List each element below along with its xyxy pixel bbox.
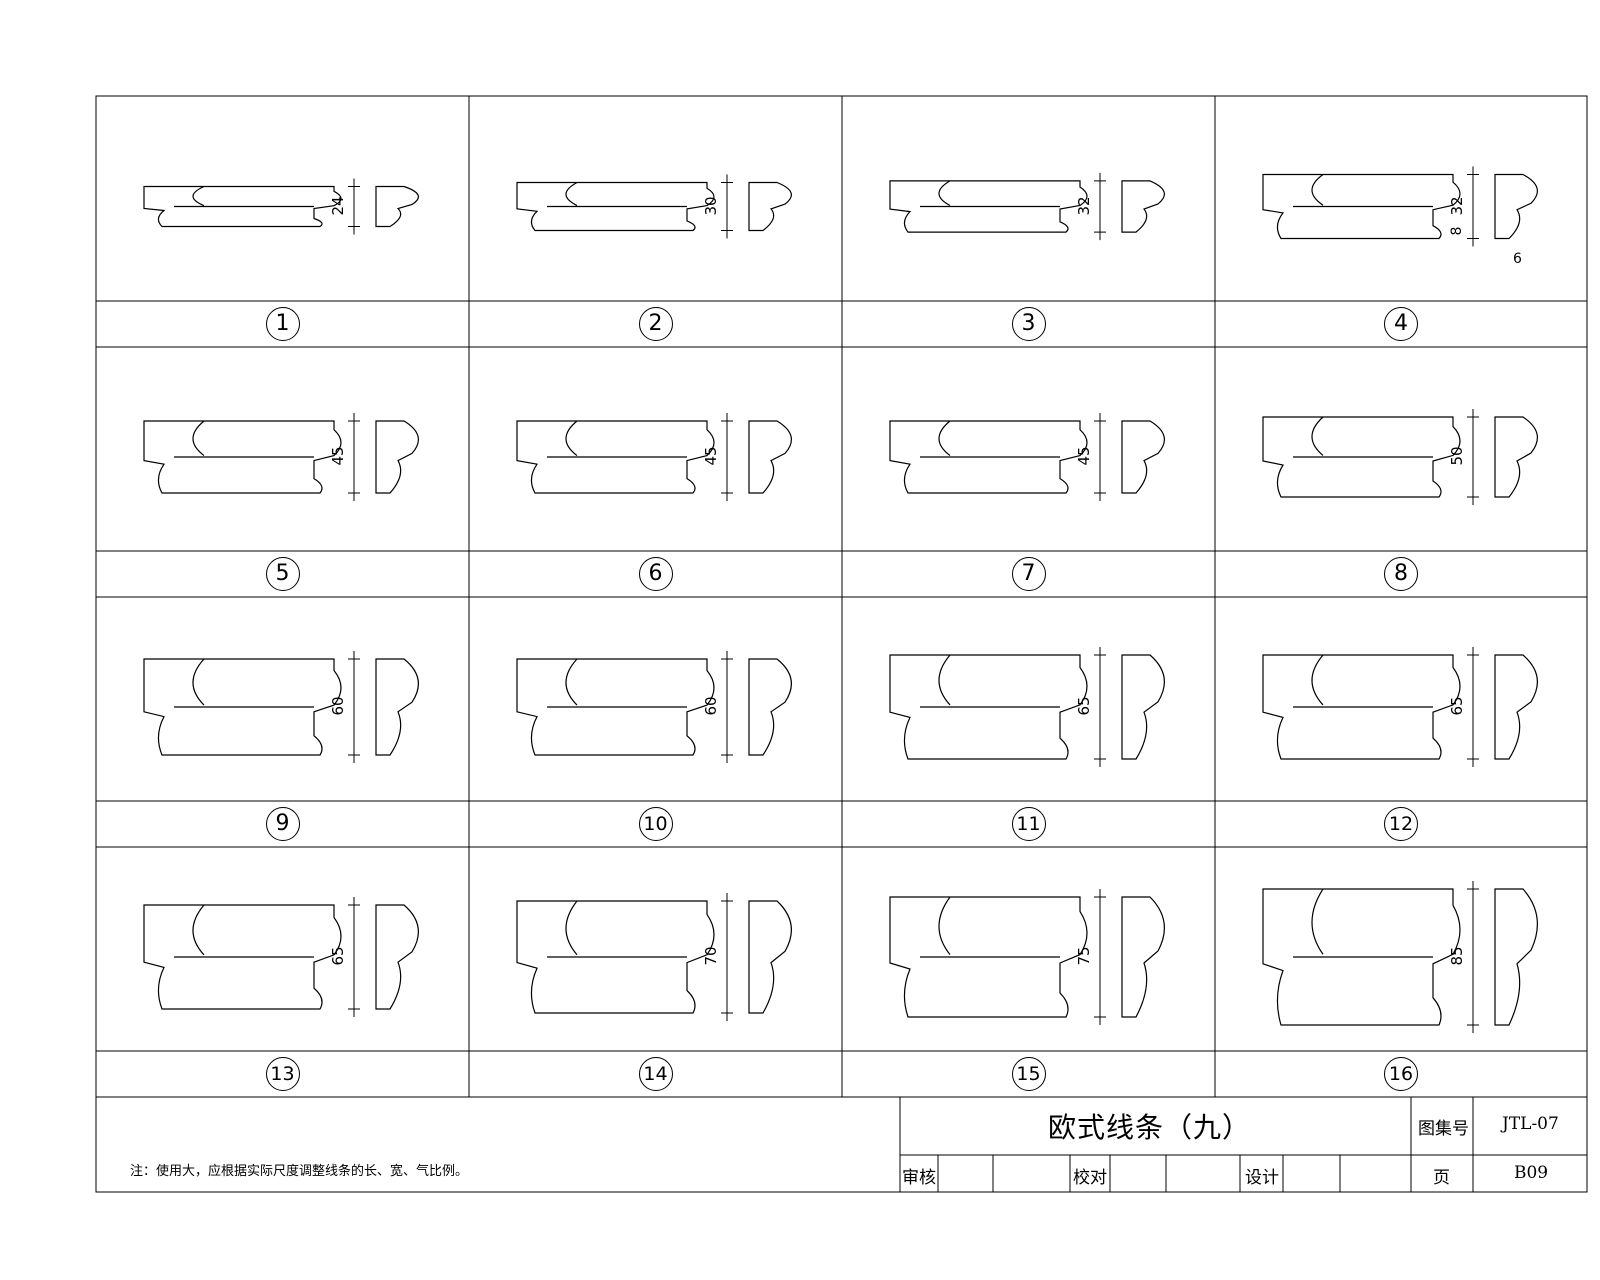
profile-elevation-1 [143, 185, 342, 228]
dimension-label-extra: 8 [1449, 226, 1465, 235]
profile-number-9: 9 [265, 807, 300, 841]
profile-section-14 [748, 900, 792, 1014]
profile-number-4: 4 [1384, 307, 1418, 341]
dimension-label: 24 [329, 195, 347, 216]
profile-elevation-9 [143, 658, 342, 756]
profile-curve [192, 185, 205, 207]
profile-section-6 [748, 420, 792, 494]
profile-elevation-11 [889, 654, 1088, 760]
profile-curve [938, 180, 951, 207]
profile-elevation-7 [889, 420, 1088, 494]
dimension-label: 85 [1448, 946, 1466, 966]
dimension-label: 45 [702, 446, 720, 466]
dimension-label: 30 [702, 195, 720, 216]
profile-elevation-8 [1262, 416, 1461, 498]
profile-elevation-6 [516, 420, 715, 494]
dimension-label: 75 [1075, 946, 1093, 966]
profile-curve [938, 654, 951, 706]
atlas-number-value: JTL-07 [1502, 1114, 1559, 1134]
profile-curve [1311, 654, 1324, 706]
dimension-label: 65 [1448, 696, 1466, 716]
page-label: 页 [1433, 1168, 1450, 1188]
profile-number-16: 16 [1384, 1057, 1418, 1091]
profile-number-6: 6 [638, 557, 673, 591]
profile-curve [565, 900, 578, 956]
profile-elevation-2 [516, 181, 715, 232]
profile-section-8 [1494, 416, 1538, 498]
profile-curve [1311, 174, 1324, 206]
profile-number-1: 1 [265, 307, 300, 341]
profile-section-15 [1121, 896, 1165, 1018]
profile-curve [192, 420, 205, 457]
review-label: 审核 [902, 1168, 936, 1188]
profile-curve [938, 420, 951, 457]
dimension-lines [348, 166, 1479, 1033]
profile-section-9 [375, 658, 419, 756]
profile-elevation-10 [516, 658, 715, 756]
profile-section-3 [1121, 180, 1165, 233]
atlas-number-label: 图集号 [1418, 1119, 1469, 1139]
dimension-label: 32 [1075, 195, 1093, 216]
profile-elevation-14 [516, 900, 715, 1014]
profile-elevation-5 [143, 420, 342, 494]
profile-section-5 [375, 420, 419, 494]
profile-elevation-15 [889, 896, 1088, 1018]
profile-curve [565, 181, 578, 207]
profile-elevation-12 [1262, 654, 1461, 760]
profile-number-10: 10 [638, 807, 673, 841]
profile-number-13: 13 [265, 1057, 300, 1091]
dimension-label: 45 [1075, 446, 1093, 466]
profile-number-2: 2 [638, 307, 673, 341]
profile-curve [565, 420, 578, 457]
profile-curve [938, 896, 951, 955]
usage-note: 注：使用大，应根据实际尺度调整线条的长、宽、气比例。 [130, 1164, 469, 1179]
profile-curve [192, 904, 205, 956]
profile-section-2 [748, 181, 792, 232]
profile-elevation-13 [143, 904, 342, 1010]
profile-number-3: 3 [1011, 307, 1046, 341]
page-value: B09 [1514, 1163, 1549, 1183]
dimension-label-extra: 6 [1513, 250, 1522, 267]
profile-section-12 [1494, 654, 1538, 760]
profile-elevation-16 [1262, 888, 1461, 1026]
sheet-frame [95, 95, 1588, 1193]
profile-section-10 [748, 658, 792, 756]
profile-section-4 [1494, 173, 1538, 240]
dimension-label: 45 [329, 446, 347, 466]
drawing-title: 欧式线条（九） [1048, 1111, 1252, 1144]
profile-number-5: 5 [265, 557, 300, 591]
profile-curve [1311, 416, 1324, 456]
profile-drawings [143, 173, 1538, 1026]
profile-number-15: 15 [1011, 1057, 1046, 1091]
profile-number-7: 7 [1011, 557, 1046, 591]
profile-section-16 [1494, 888, 1538, 1026]
profile-number-8: 8 [1384, 557, 1418, 591]
dimension-label: 50 [1448, 446, 1466, 466]
profile-curve [1311, 888, 1324, 955]
profile-section-1 [375, 185, 419, 228]
profile-section-13 [375, 904, 419, 1010]
profile-elevation-3 [889, 180, 1088, 233]
dimension-label: 65 [1075, 696, 1093, 716]
design-label: 设计 [1245, 1168, 1279, 1188]
dimension-label: 60 [702, 696, 720, 716]
profile-section-7 [1121, 420, 1165, 494]
dimension-label: 70 [702, 946, 720, 966]
profile-elevation-4 [1262, 173, 1461, 240]
dimension-label: 60 [329, 696, 347, 716]
dimension-label: 65 [329, 946, 347, 966]
check-label: 校对 [1073, 1168, 1107, 1188]
profile-number-12: 12 [1384, 807, 1418, 841]
profile-number-11: 11 [1011, 807, 1046, 841]
profile-curve [565, 658, 578, 706]
profile-number-14: 14 [638, 1057, 673, 1091]
profile-section-11 [1121, 654, 1165, 760]
profile-curve [192, 658, 205, 706]
